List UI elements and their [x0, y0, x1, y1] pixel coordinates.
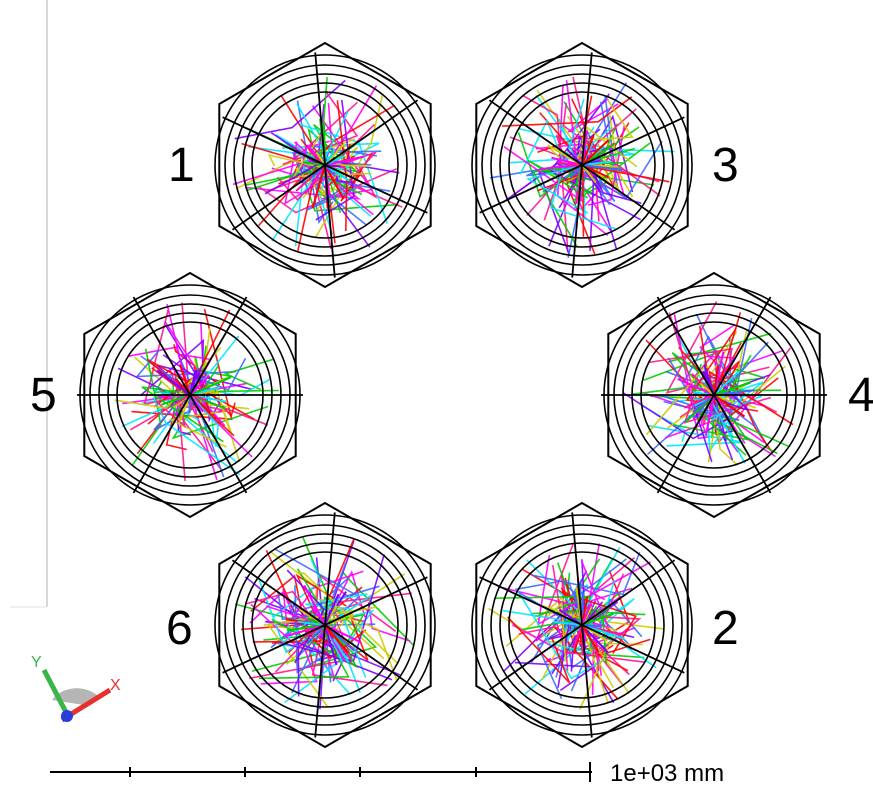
module-label-5: 5: [30, 369, 57, 422]
hexagon-outline: [607, 271, 821, 519]
triad-y-label: Y: [31, 654, 42, 671]
ring: [242, 82, 408, 248]
sector-line: [222, 624, 326, 674]
sector-line: [581, 164, 676, 231]
ring: [224, 524, 426, 726]
module-label-1: 1: [168, 139, 195, 192]
sector-line: [231, 164, 326, 231]
hexagon-outline: [83, 271, 297, 519]
sector-line: [656, 296, 715, 396]
sector-line: [488, 99, 583, 166]
sector-line: [314, 624, 326, 738]
particle-tracks: [489, 76, 675, 259]
detector-module-3: [471, 41, 693, 289]
sector-line: [571, 164, 583, 278]
sector-line: [132, 394, 191, 494]
hexagon-outline: [218, 501, 432, 749]
sector-line: [324, 164, 336, 278]
triad-x-axis: [66, 687, 112, 719]
ring: [490, 73, 674, 257]
axis-triad[interactable]: Y X: [31, 654, 121, 723]
sector-line: [324, 512, 336, 626]
ring: [481, 64, 683, 266]
ring: [490, 533, 674, 717]
ring: [233, 73, 417, 257]
scale-bar-label: 1e+03 mm: [610, 760, 725, 787]
detector-module-5: [77, 271, 303, 519]
module-label-2: 2: [712, 602, 739, 655]
hexagon-outline: [475, 501, 689, 749]
ring: [214, 514, 436, 736]
detector-module-2: [471, 501, 693, 749]
triad-x-label: X: [110, 677, 121, 694]
ring: [471, 54, 693, 276]
ring: [508, 91, 656, 239]
sector-line: [713, 296, 772, 396]
module-label-6: 6: [166, 602, 193, 655]
ring: [251, 91, 399, 239]
ring: [233, 533, 417, 717]
particle-tracks: [114, 302, 279, 482]
sector-line: [222, 116, 326, 166]
module-label-4: 4: [848, 369, 873, 422]
sector-line: [479, 576, 583, 626]
sector-line: [324, 576, 428, 626]
module-label-3: 3: [712, 139, 739, 192]
sector-line: [479, 164, 583, 214]
sector-line: [713, 394, 772, 494]
ring: [214, 54, 436, 276]
sector-line: [132, 296, 191, 396]
ring: [251, 551, 399, 699]
ring: [224, 64, 426, 266]
sector-line: [314, 52, 326, 166]
hexagon-outline: [218, 41, 432, 289]
sector-line: [581, 624, 685, 674]
sector-line: [189, 394, 248, 494]
sector-line: [581, 52, 593, 166]
hexagon-outline: [475, 41, 689, 289]
ring: [242, 542, 408, 708]
sector-line: [656, 394, 715, 494]
sector-line: [324, 99, 419, 166]
ring: [499, 82, 665, 248]
detector-module-1: [214, 41, 436, 289]
triad-y-axis: [41, 668, 71, 718]
sector-line: [581, 116, 685, 166]
detector-module-6: [214, 501, 436, 749]
ring: [471, 514, 693, 736]
detector-module-4: [601, 271, 827, 519]
sector-line: [581, 624, 593, 738]
sector-line: [488, 624, 583, 691]
ring: [481, 524, 683, 726]
sector-line: [324, 624, 419, 691]
ring: [508, 551, 656, 699]
sector-line: [189, 296, 248, 396]
sector-line: [231, 559, 326, 626]
sector-line: [571, 512, 583, 626]
sector-line: [581, 559, 676, 626]
sector-line: [324, 164, 428, 214]
scale-bar: [50, 762, 592, 782]
ring: [499, 542, 665, 708]
triad-origin: [61, 710, 73, 722]
